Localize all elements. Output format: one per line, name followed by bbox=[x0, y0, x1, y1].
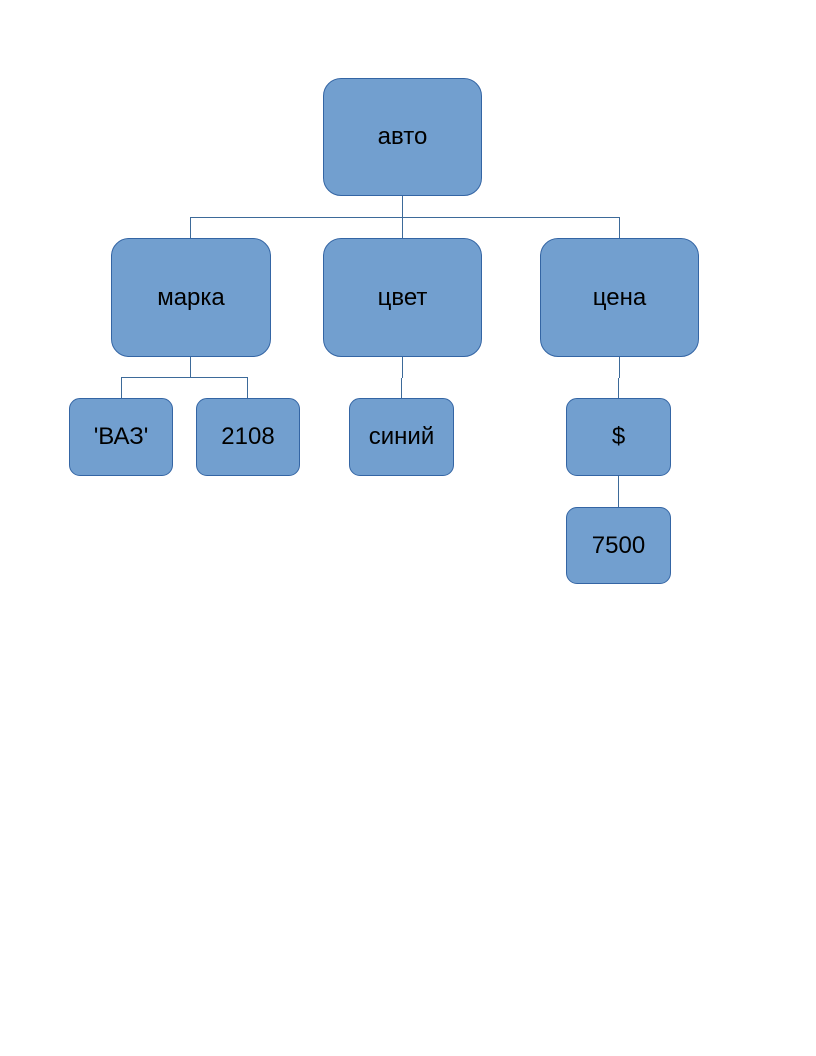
node-vaz-label: 'ВАЗ' bbox=[93, 423, 149, 450]
node-siniy-label: синий bbox=[368, 423, 435, 450]
node-vaz: 'ВАЗ' bbox=[69, 398, 173, 476]
node-7500-label: 7500 bbox=[591, 531, 646, 559]
node-tsena-label: цена bbox=[592, 283, 647, 311]
node-tsvet-label: цвет bbox=[377, 283, 428, 311]
node-2108-label: 2108 bbox=[221, 423, 275, 450]
node-siniy: синий bbox=[349, 398, 454, 476]
node-tsena: цена bbox=[540, 238, 699, 357]
node-dollar: $ bbox=[566, 398, 671, 476]
node-7500: 7500 bbox=[566, 507, 671, 584]
node-marka: марка bbox=[111, 238, 271, 357]
node-tsvet: цвет bbox=[323, 238, 482, 357]
node-avto-label: авто bbox=[377, 123, 428, 150]
node-2108: 2108 bbox=[196, 398, 300, 476]
node-marka-label: марка bbox=[157, 283, 225, 311]
node-dollar-label: $ bbox=[611, 423, 626, 450]
node-avto: авто bbox=[323, 78, 482, 196]
